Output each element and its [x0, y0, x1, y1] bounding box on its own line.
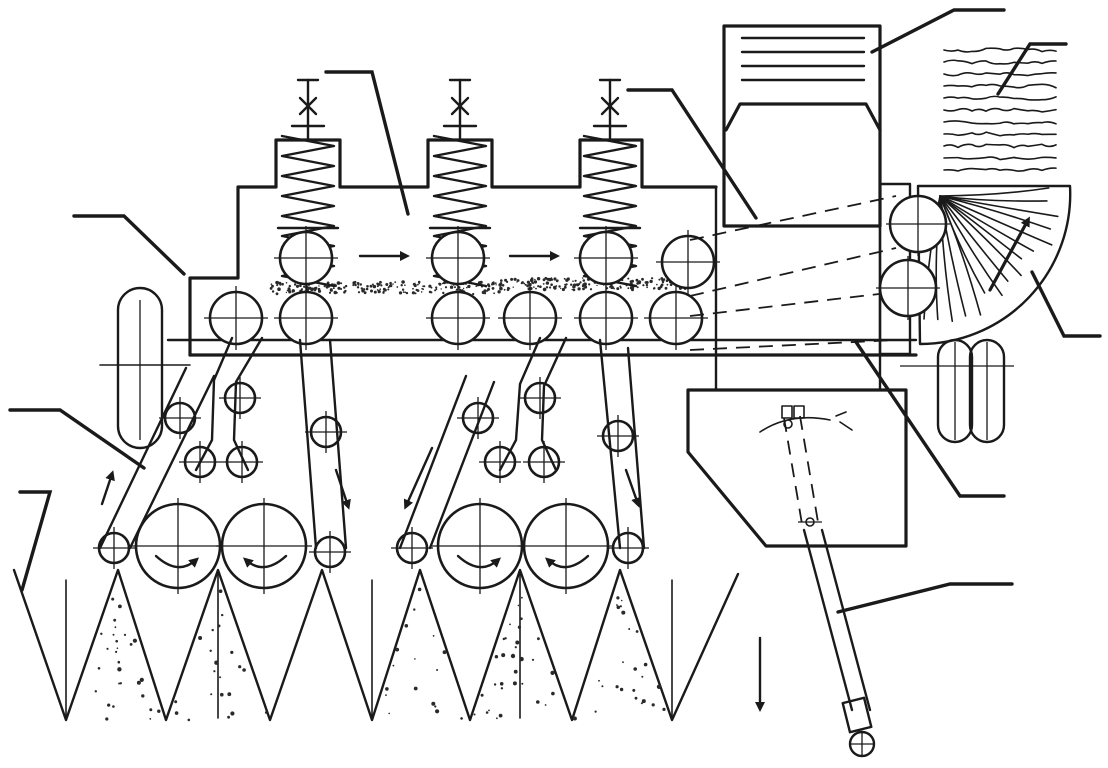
- leader-storage-box: [870, 8, 1006, 54]
- left-guide-chute: [98, 336, 348, 550]
- leader-housing-right: [854, 340, 1006, 498]
- upper-roller: [656, 230, 720, 294]
- leader-drive-arm: [836, 582, 1014, 614]
- projection-lines: [689, 195, 897, 351]
- fan-fiber: [939, 195, 982, 316]
- fiber-strand: [943, 95, 1057, 101]
- fiber-strand: [943, 167, 1057, 172]
- guide-roller: [221, 441, 263, 483]
- rotation-arrow: [545, 554, 590, 569]
- fiber-strand: [943, 47, 1057, 53]
- leader-fiber-stack: [996, 42, 1068, 96]
- middle-roller: [274, 286, 338, 350]
- middle-roller: [426, 286, 490, 350]
- fan-fiber: [939, 195, 1052, 230]
- fan-fiber: [939, 195, 1009, 282]
- guide-roller: [457, 397, 499, 439]
- lower-drive-housing: [686, 388, 908, 548]
- leader-left-upper: [72, 214, 186, 276]
- fan-fiber: [939, 187, 1050, 197]
- leader-left-lower: [18, 490, 53, 592]
- upper-roller: [574, 226, 638, 290]
- compression-drum: [518, 498, 614, 594]
- right-guide-chute: [398, 336, 646, 550]
- fiber-strand: [943, 83, 1057, 89]
- middle-roller: [204, 286, 268, 350]
- upper-storage-box: [714, 24, 912, 392]
- left-support-wheel: [116, 286, 164, 450]
- upper-roller: [274, 226, 338, 290]
- guide-roller: [159, 397, 201, 439]
- fiber-strand: [943, 156, 1057, 161]
- right-side-rollers: [876, 192, 950, 320]
- leader-fan-distributor: [1030, 270, 1102, 338]
- fibrous-output-stack: [943, 47, 1057, 172]
- guide-roller: [219, 377, 261, 419]
- guide-roller: [479, 441, 521, 483]
- fiber-strand: [943, 59, 1057, 65]
- rotation-arrow: [456, 554, 501, 569]
- fiber-strand: [943, 131, 1057, 137]
- compression-drum: [130, 498, 226, 594]
- guide-roller: [519, 377, 561, 419]
- middle-roller: [574, 286, 638, 350]
- guide-roller: [305, 411, 347, 453]
- drive-arm: [759, 405, 876, 758]
- fan-fiber: [939, 195, 1022, 277]
- rotation-arrow: [243, 554, 288, 569]
- guide-roller: [607, 527, 649, 569]
- middle-roller: [644, 286, 708, 350]
- fiber-strand: [943, 107, 1057, 113]
- fan-fiber: [939, 195, 1003, 297]
- guide-roller: [523, 441, 565, 483]
- pointer-leaders: [8, 8, 1102, 614]
- roller-set: [93, 226, 720, 594]
- leader-left-middle: [8, 408, 146, 470]
- upper-roller: [426, 226, 490, 290]
- fan-fiber: [939, 195, 1035, 252]
- fiber-strand: [943, 120, 1057, 125]
- guide-roller: [309, 531, 351, 573]
- compression-drum: [216, 498, 312, 594]
- compression-drum: [432, 498, 528, 594]
- rotation-arrow: [154, 554, 199, 569]
- leader-top-center: [324, 70, 410, 216]
- lower-flow-arrows: [100, 446, 641, 510]
- leader-top-right-roller: [626, 88, 758, 220]
- feed-hoppers: [12, 568, 740, 722]
- guide-roller: [391, 527, 433, 569]
- fan-fiber: [939, 195, 1053, 246]
- middle-roller: [498, 286, 562, 350]
- right-support-wheels: [900, 338, 1014, 444]
- fiber-strand: [943, 71, 1057, 77]
- guide-roller: [93, 527, 135, 569]
- fiber-strand: [943, 143, 1057, 149]
